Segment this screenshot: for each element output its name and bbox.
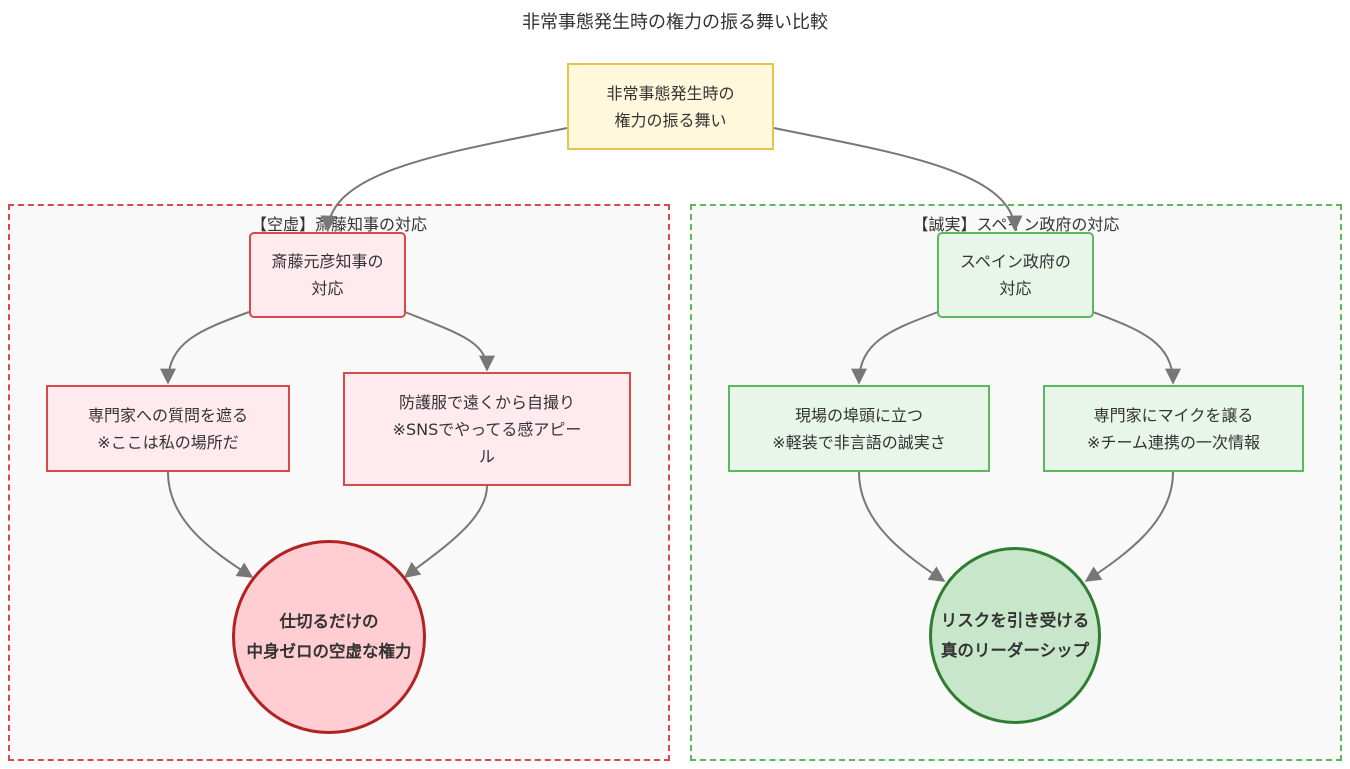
hand-mic-line-2: ※チーム連携の一次情報 (1087, 432, 1260, 452)
leadership-line-1: リスクを引き受ける (940, 610, 1090, 630)
stand-at-pier-node: 現場の埠頭に立つ ※軽装で非言語の誠実さ (728, 385, 990, 472)
spain-response-line-1: スペイン政府の (960, 252, 1071, 271)
spain-response-node: スペイン政府の 対応 (937, 232, 1094, 318)
edge-right-to-result (403, 485, 488, 578)
edge-spain-left-to-result (858, 471, 946, 582)
empty-power-line-2: 中身ゼロの空虚な権力 (246, 642, 412, 661)
empty-power-line-1: 仕切るだけの (279, 612, 379, 631)
edge-left-to-result (167, 471, 254, 578)
edge-root-to-saito (320, 127, 568, 232)
root-line-1: 非常事態発生時の (606, 83, 735, 103)
saito-response-line-2: 対応 (311, 279, 344, 298)
edge-saito-to-left (160, 311, 250, 385)
saito-response-node: 斎藤元彦知事の 対応 (249, 232, 406, 318)
root-line-2: 権力の振る舞い (614, 110, 727, 130)
stand-at-pier-line-2: ※軽装で非言語の誠実さ (772, 432, 946, 452)
selfie-line-3: ル (478, 446, 495, 466)
leadership-line-2: 真のリーダーシップ (940, 640, 1090, 660)
root-node: 非常事態発生時の 権力の振る舞い (567, 63, 774, 150)
empty-power-result-node: 仕切るだけの 中身ゼロの空虚な権力 (232, 540, 426, 734)
hand-mic-node: 専門家にマイクを譲る ※チーム連携の一次情報 (1043, 385, 1304, 472)
edge-spain-right-to-result (1084, 471, 1174, 582)
hand-mic-line-1: 専門家にマイクを譲る (1093, 405, 1254, 425)
selfie-line-1: 防護服で遠くから自撮り (398, 392, 575, 412)
edge-spain-to-left (851, 311, 939, 385)
spain-response-line-2: 対応 (999, 279, 1032, 298)
diagram-title: 非常事態発生時の権力の振る舞い比較 (522, 12, 828, 33)
interrupt-experts-line-1: 専門家への質問を遮る (87, 405, 248, 425)
edge-spain-to-right (1092, 311, 1181, 385)
group-saito-label: 【空虚】斎藤知事の対応 (250, 215, 427, 234)
stand-at-pier-line-1: 現場の埠頭に立つ (794, 405, 923, 425)
interrupt-experts-node: 専門家への質問を遮る ※ここは私の場所だ (46, 385, 290, 472)
edge-saito-to-right (404, 311, 495, 372)
selfie-node: 防護服で遠くから自撮り ※SNSでやってる感アピー ル (343, 372, 631, 486)
leadership-result-node: リスクを引き受ける 真のリーダーシップ (929, 547, 1101, 724)
saito-response-line-1: 斎藤元彦知事の (271, 252, 384, 271)
interrupt-experts-line-2: ※ここは私の場所だ (97, 432, 239, 452)
edge-root-to-spain (773, 127, 1023, 232)
selfie-line-2: ※SNSでやってる感アピー (392, 419, 582, 439)
